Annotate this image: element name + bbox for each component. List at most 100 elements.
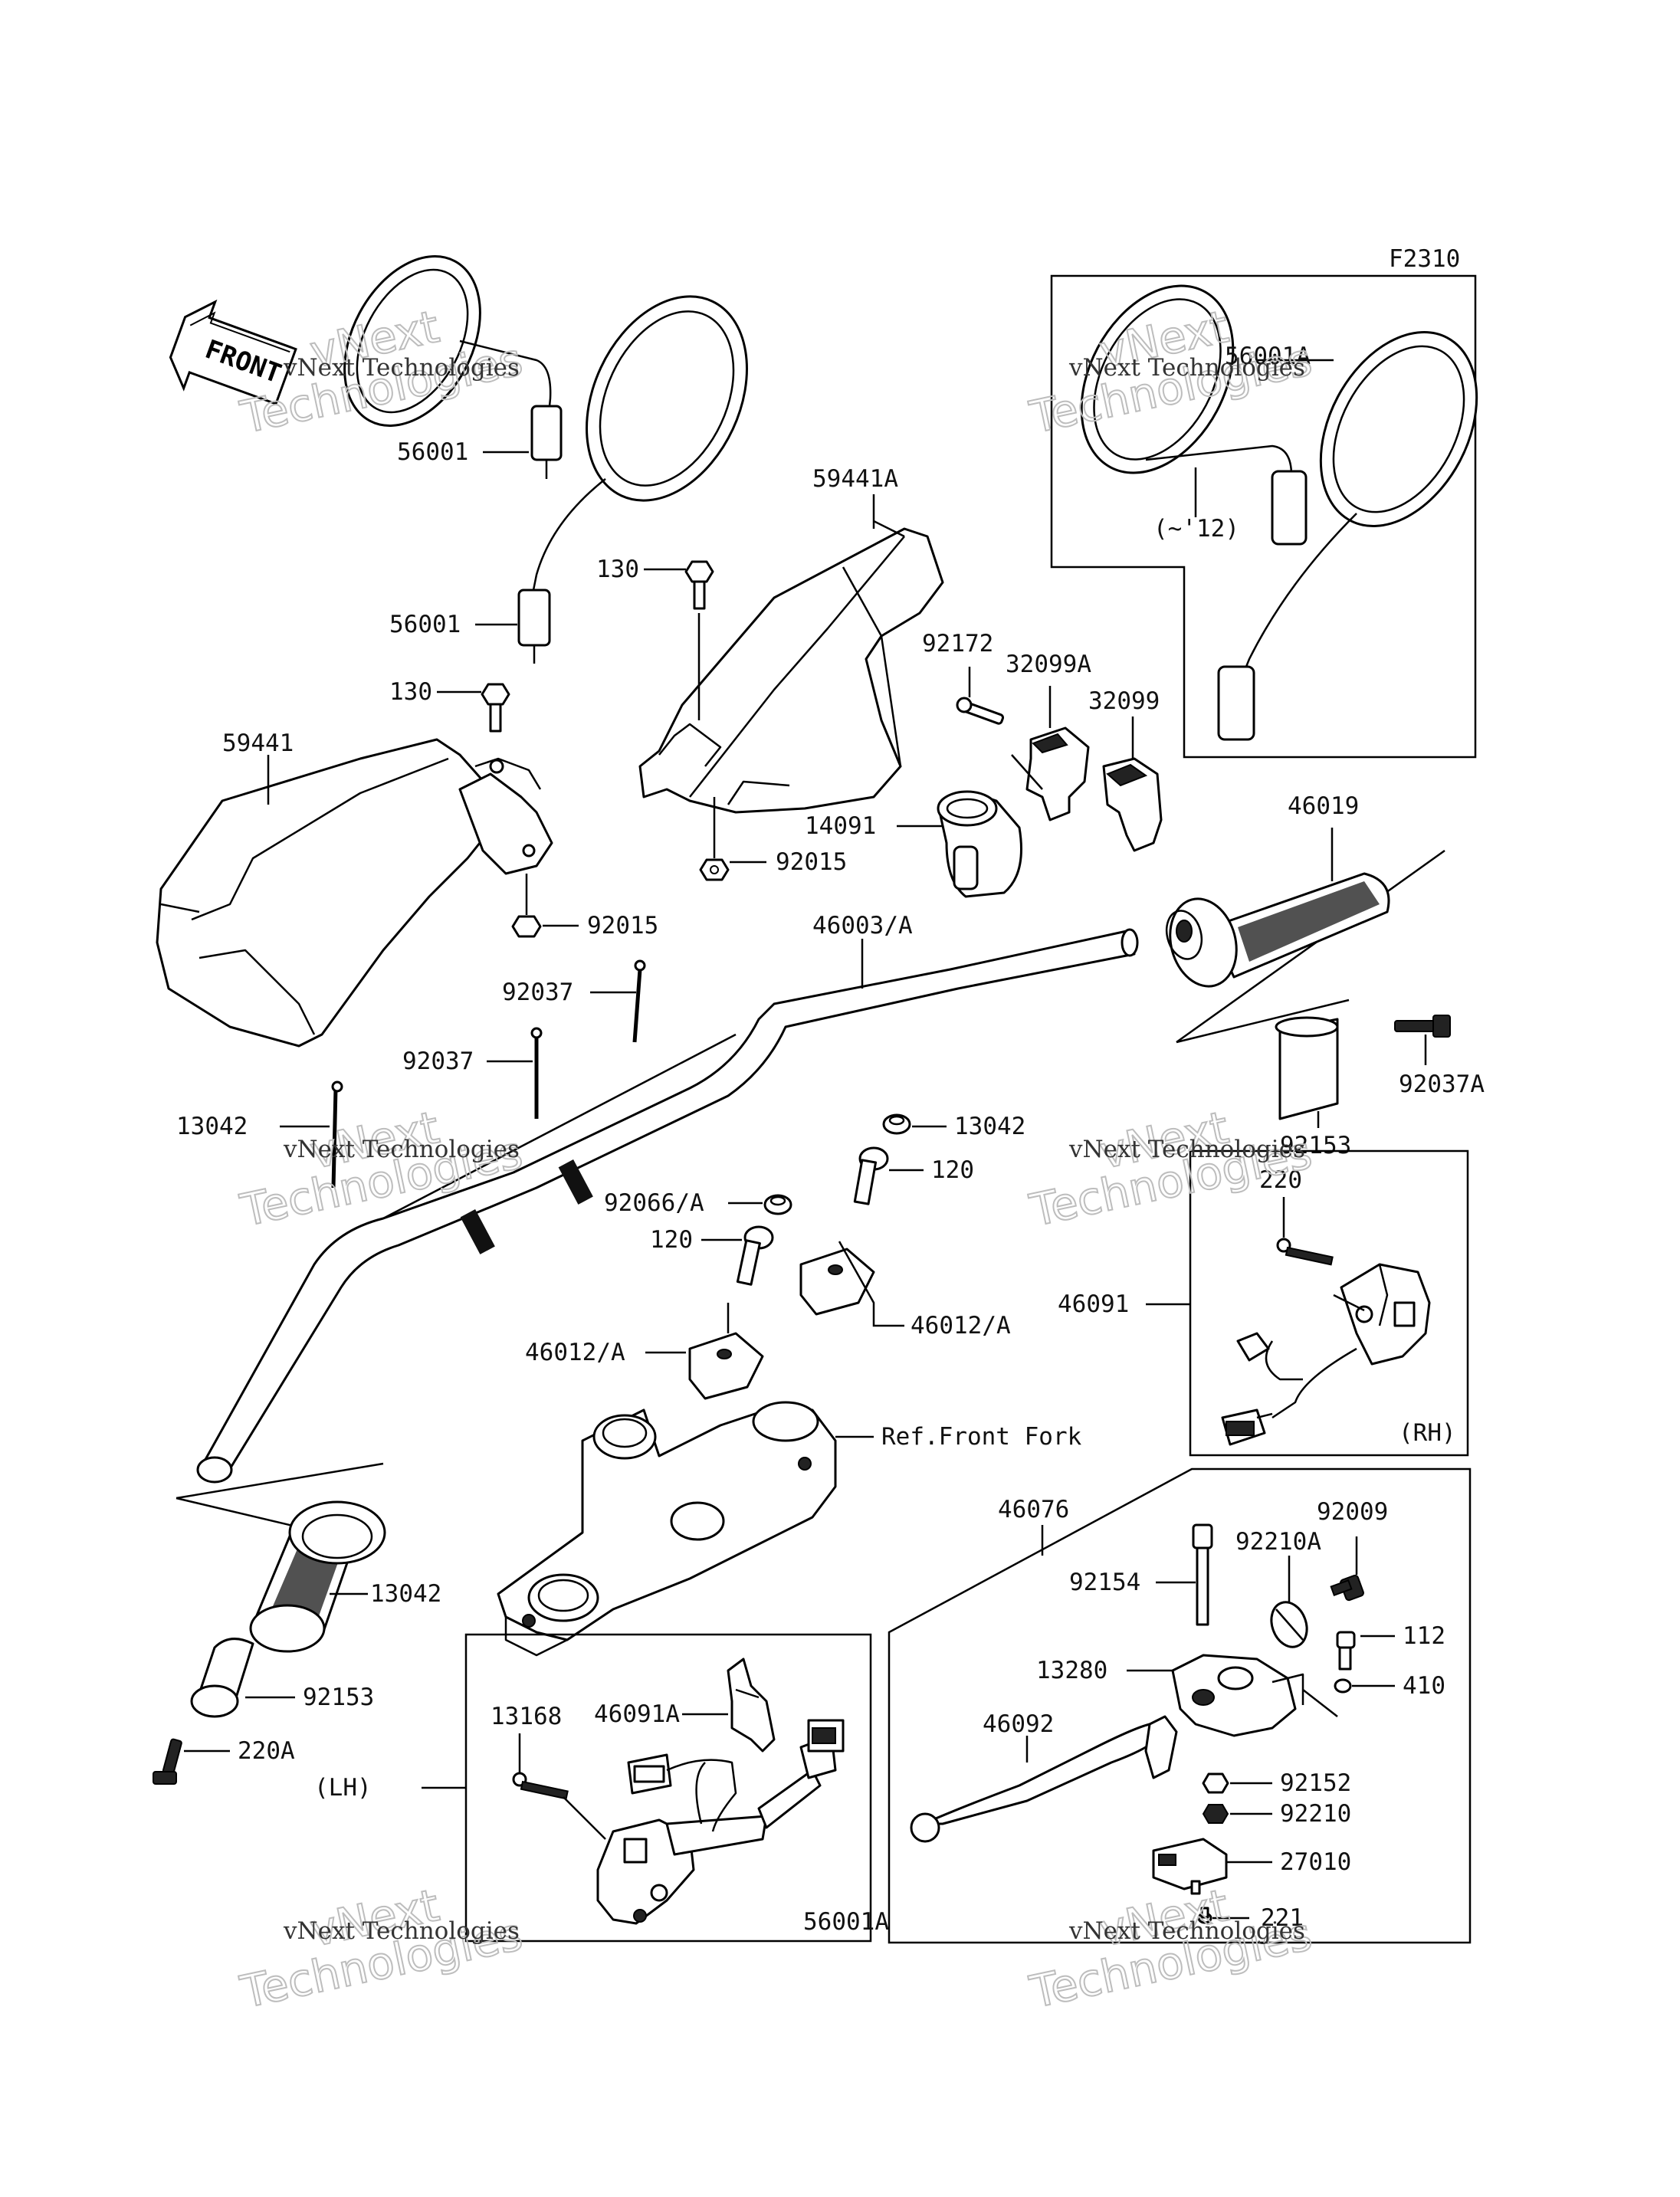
bar-end-13042-b — [190, 1638, 254, 1718]
bolt-112 — [1336, 1631, 1356, 1671]
lever-46092 — [910, 1715, 1178, 1843]
callout-46091: 46091 — [1058, 1290, 1129, 1318]
cap-92066a-b — [763, 1194, 792, 1215]
callout-46019: 46019 — [1288, 792, 1359, 820]
watermark-br: vNext Technologies vNext Technologies — [1025, 1878, 1317, 2019]
callout-46012a-b: 46012/A — [525, 1339, 625, 1366]
callout-59441a: 59441A — [812, 465, 898, 493]
watermark-bl: vNext Technologies vNext Technologies — [235, 1878, 528, 2019]
nut-92210 — [1202, 1804, 1229, 1824]
housing-32099 — [1102, 757, 1163, 852]
callout-92037a: 13042 — [176, 1113, 248, 1140]
housing-32099a — [1025, 726, 1090, 821]
holder-46012a-a — [799, 1248, 875, 1316]
svg-text:vNext Technologies: vNext Technologies — [283, 1917, 520, 1945]
tie-92037a — [331, 1080, 343, 1189]
switch-27010 — [1152, 1838, 1228, 1895]
callout-92009: 92009 — [1317, 1498, 1388, 1526]
bar-end-13042-a — [1275, 1016, 1339, 1120]
screw-220a — [512, 1772, 569, 1800]
svg-text:vNext Technologies: vNext Technologies — [1068, 1917, 1305, 1945]
svg-text:vNext Technologies: vNext Technologies — [283, 1136, 520, 1163]
callout-32099a: 32099A — [1006, 651, 1091, 678]
callout-32099: 32099 — [1088, 687, 1160, 715]
callout-220a: 13168 — [491, 1703, 562, 1730]
callout-27010: 27010 — [1280, 1848, 1351, 1876]
cover-14091 — [937, 790, 1022, 898]
screw-92172 — [956, 697, 1005, 725]
callout-130-b: 130 — [389, 678, 432, 706]
callout-13280: 13280 — [1036, 1657, 1107, 1684]
triple-clamp — [497, 1401, 837, 1657]
screw-220 — [1276, 1238, 1334, 1266]
box-lever-assy — [888, 1467, 1472, 1944]
svg-text:vNext Technologies: vNext Technologies — [1068, 354, 1305, 382]
callout-46091a: (LH) — [314, 1774, 372, 1802]
callout-56001-b: 56001 — [389, 611, 461, 638]
callout-14091: 14091 — [805, 812, 876, 840]
grip-46075 — [249, 1500, 386, 1653]
screw-92154 — [1192, 1523, 1213, 1626]
switch-46091a — [596, 1719, 845, 1925]
callout-92153-b: 220A — [238, 1737, 295, 1765]
callout-92037-a: 92037 — [502, 979, 573, 1006]
watermark-mr: vNext Technologies vNext Technologies — [1025, 1100, 1317, 1238]
callout-46092: 46092 — [983, 1710, 1054, 1738]
label-lh: 56001A — [803, 1908, 889, 1936]
screw-92009 — [1330, 1574, 1364, 1602]
bolt-120-a — [853, 1146, 889, 1205]
washer-410 — [1334, 1678, 1352, 1694]
callout-120-b: 120 — [650, 1226, 693, 1254]
bolt-120-b — [736, 1225, 774, 1286]
box-rh-switch — [1189, 1149, 1469, 1457]
mirror-left-pair — [343, 255, 748, 664]
callout-13168: 46091A — [594, 1700, 680, 1728]
callout-92037-b: 92037 — [402, 1048, 474, 1075]
grip-46019 — [1165, 872, 1390, 988]
lever-holder-13280 — [1171, 1654, 1304, 1737]
bolt-130-a — [684, 560, 714, 610]
bolt-92153-a — [1394, 1015, 1451, 1038]
callout-410: 410 — [1403, 1672, 1445, 1700]
tie-92037-b — [530, 1027, 543, 1119]
svg-text:vNext Technologies: vNext Technologies — [1068, 1136, 1305, 1163]
screw-221 — [1197, 1907, 1212, 1924]
nut-92015-a — [699, 858, 730, 881]
callout-56001a-b: (~'12) — [1153, 515, 1239, 543]
callout-92015-b: 92015 — [587, 912, 658, 939]
callout-92210a: 92210A — [1235, 1528, 1321, 1556]
bolt-92153-b — [153, 1738, 182, 1785]
nut-92015-b — [511, 915, 542, 938]
callout-92172: 92172 — [922, 630, 993, 657]
handguard-left — [156, 738, 553, 1048]
label-rh: (RH) — [1399, 1419, 1456, 1447]
holder-46012a-b — [688, 1332, 764, 1400]
cap-92066a-a — [882, 1113, 911, 1135]
callout-56001-a: 56001 — [397, 438, 468, 466]
callout-ref-front-fork: Ref.Front Fork — [881, 1423, 1082, 1451]
callout-13042-a: 92153 — [1280, 1132, 1351, 1159]
switch-lever-13168 — [727, 1658, 776, 1753]
handguard-right — [638, 527, 944, 814]
callout-92066a-a: 13042 — [954, 1113, 1025, 1140]
watermark-ml: vNext Technologies vNext Technologies — [235, 1100, 528, 1238]
callout-92015-a: 92015 — [776, 848, 847, 876]
box-mirror-variant — [1050, 274, 1477, 759]
callout-221: 221 — [1261, 1904, 1304, 1932]
nut-92152 — [1202, 1772, 1229, 1794]
mirror-56001a-pair — [1080, 284, 1478, 741]
callout-92154: 92154 — [1069, 1569, 1140, 1596]
callout-59441: 59441 — [222, 730, 294, 757]
callout-13042-b: 92153 — [303, 1684, 374, 1711]
adjuster-92210a — [1270, 1601, 1308, 1648]
callout-120-a: 120 — [931, 1156, 974, 1184]
callout-46012a-a: 46012/A — [911, 1312, 1011, 1340]
callout-92152: 92152 — [1280, 1769, 1351, 1797]
switch-46091 — [1221, 1263, 1431, 1446]
callout-46076: 46076 — [998, 1496, 1069, 1523]
tie-92037-a — [632, 959, 646, 1043]
callout-112: 112 — [1403, 1622, 1445, 1650]
callout-56001a-a: 56001A — [1225, 343, 1311, 370]
callout-220: 220 — [1259, 1166, 1302, 1194]
handlebar-46003 — [196, 928, 1139, 1484]
